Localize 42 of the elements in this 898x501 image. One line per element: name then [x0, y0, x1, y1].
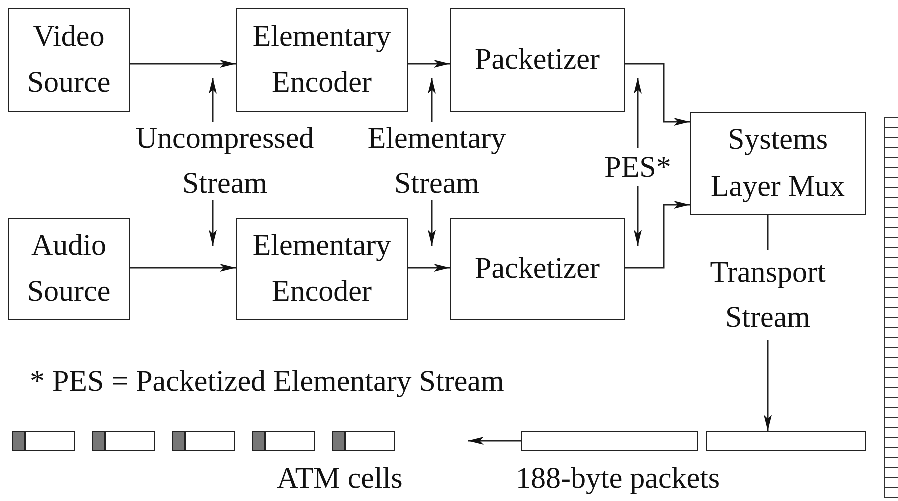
arrow	[408, 60, 450, 68]
arrow	[468, 437, 521, 445]
atm-cell	[92, 431, 155, 451]
process-box	[450, 218, 625, 320]
process-box	[8, 218, 130, 320]
caption-label: 188-byte packets	[516, 462, 720, 496]
process-box	[236, 218, 408, 320]
atm-cell	[172, 431, 235, 451]
process-box	[690, 112, 866, 215]
arrow	[209, 200, 217, 246]
arrow	[130, 60, 236, 68]
box-label: Elementary Encoder	[252, 228, 392, 310]
arrow	[428, 78, 436, 122]
stream-label: Transport Stream	[709, 255, 827, 336]
footnote: * PES = Packetized Elementary Stream	[30, 365, 504, 399]
process-box	[236, 8, 408, 112]
atm-cell	[332, 431, 395, 451]
box-label: Audio Source	[26, 228, 112, 310]
atm-cell	[12, 431, 75, 451]
process-box	[450, 8, 625, 112]
atm-cell	[252, 431, 315, 451]
arrow	[625, 63, 690, 126]
arrow	[408, 264, 450, 272]
arrow	[625, 201, 690, 269]
box-label: Elementary Encoder	[252, 18, 392, 101]
process-box	[8, 8, 130, 112]
stream-label: Uncompressed Stream	[134, 121, 316, 202]
caption-label: ATM cells	[277, 462, 403, 496]
packet-bar	[706, 431, 866, 451]
arrow	[130, 264, 236, 272]
stream-label: PES*	[604, 150, 672, 186]
arrow	[428, 200, 436, 246]
box-label: Packetizer	[475, 42, 600, 78]
arrow	[634, 78, 642, 148]
box-label: Systems Layer Mux	[710, 122, 846, 204]
arrow	[209, 78, 217, 122]
box-label: Video Source	[26, 18, 112, 101]
arrow	[634, 186, 642, 246]
packet-bar	[521, 431, 698, 451]
box-label: Packetizer	[475, 250, 600, 287]
stream-label: Elementary Stream	[366, 121, 508, 202]
arrow	[764, 340, 772, 431]
